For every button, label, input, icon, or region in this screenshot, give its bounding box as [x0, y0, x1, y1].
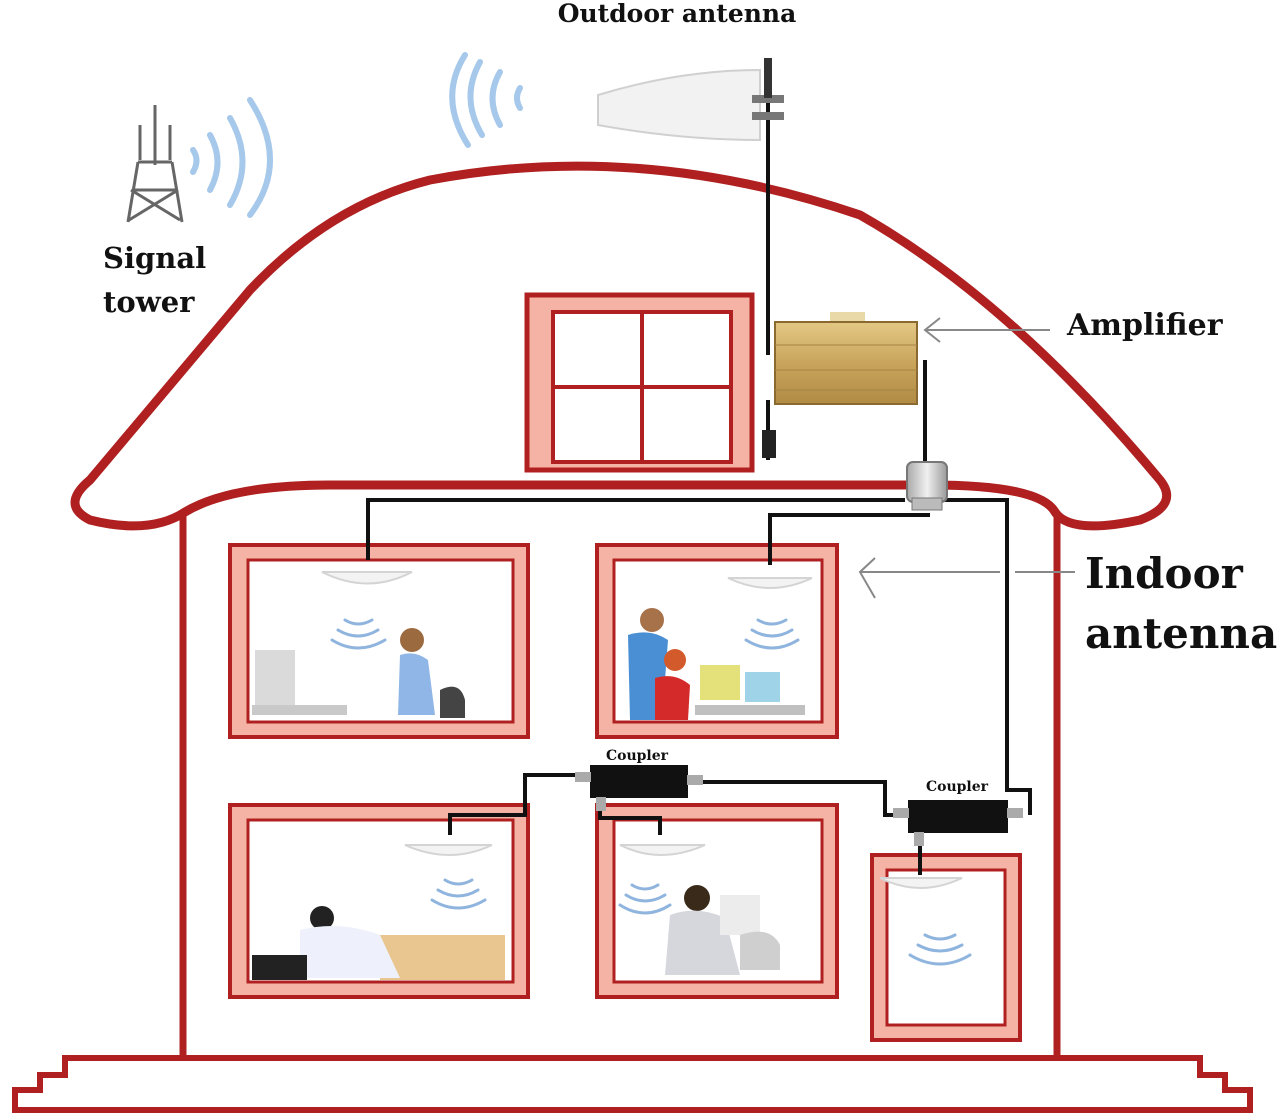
splitter-icon — [906, 461, 948, 511]
amplifier-pointer — [923, 317, 1050, 343]
computer-shape — [255, 650, 295, 705]
room-4 — [595, 803, 839, 999]
coupler-icon — [893, 800, 1023, 846]
antenna-waves — [449, 52, 523, 148]
coupler-label-left: Coupler — [606, 748, 669, 764]
outdoor-antenna-icon — [597, 58, 784, 142]
signal-tower-icon — [126, 105, 184, 223]
ceiling-antenna-icon — [321, 571, 963, 889]
antenna-label: antenna — [1085, 609, 1277, 658]
wave-icon — [330, 618, 972, 966]
coupler-icon — [575, 765, 703, 811]
outdoor-antenna-label: Outdoor antenna — [558, 0, 797, 28]
coupler-label-right: Coupler — [926, 779, 989, 795]
amplifier-label: Amplifier — [1066, 308, 1224, 343]
room-1 — [228, 543, 530, 739]
amplifier-icon — [762, 312, 918, 458]
room-2 — [595, 543, 839, 739]
tower-waves — [190, 97, 273, 218]
indoor-label: Indoor — [1085, 549, 1244, 598]
house-base — [12, 1055, 1253, 1113]
room-5 — [870, 853, 1022, 1042]
attic-window — [524, 292, 755, 473]
roof-outline — [70, 161, 1172, 531]
tower-label: tower — [103, 285, 195, 319]
house — [12, 161, 1253, 1113]
indoor-antenna-pointer — [858, 557, 1075, 599]
signal-label: Signal — [103, 241, 206, 275]
house-walls — [179, 515, 1061, 1058]
